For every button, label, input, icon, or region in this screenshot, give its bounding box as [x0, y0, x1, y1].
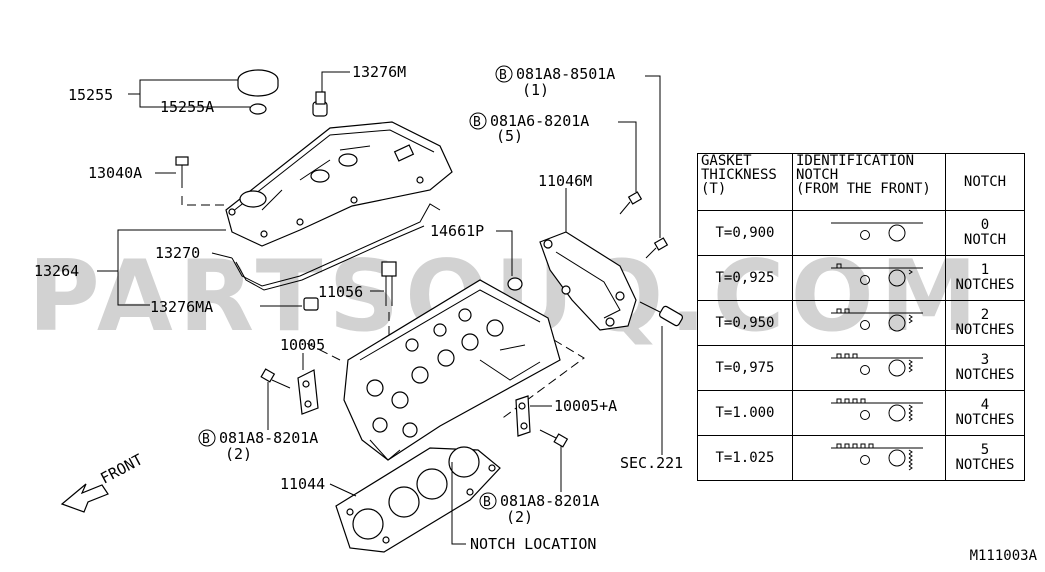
callout-081A6-8201A: B 081A6-8201A (5): [469, 112, 589, 145]
svg-text:(5): (5): [496, 127, 523, 145]
bolt-left: [260, 368, 291, 389]
label-15255A: 15255A: [160, 98, 214, 116]
thickness-cell: T=0,900: [697, 210, 793, 256]
front-cover: [539, 231, 637, 331]
bolt-13040A: [175, 156, 189, 188]
grommet-13276MA: [303, 297, 319, 311]
notch-icon: [792, 210, 946, 256]
svg-text:081A6-8201A: 081A6-8201A: [490, 112, 589, 130]
svg-text:081A8-8501A: 081A8-8501A: [516, 65, 615, 83]
notch-unit: NOTCHES: [955, 277, 1015, 293]
notch-count: 5: [980, 442, 990, 458]
label-10005A: 10005+A: [554, 397, 617, 415]
svg-text:(1): (1): [522, 81, 549, 99]
callout-081A8-8201A-right: B 081A8-8201A (2): [479, 492, 599, 526]
label-sec221: SEC.221: [620, 454, 683, 472]
svg-text:B: B: [483, 495, 491, 510]
svg-text:(2): (2): [225, 445, 252, 463]
label-13040A: 13040A: [88, 164, 142, 182]
table-header-row: GASKET THICKNESS (T) IDENTIFICATION NOTC…: [697, 153, 1025, 211]
svg-text:B: B: [499, 68, 507, 83]
cylinder-head: [343, 279, 561, 461]
label-13276MA: 13276MA: [150, 298, 213, 316]
head-gasket: [335, 446, 501, 553]
bolt-right: [539, 429, 569, 448]
label-notch-location: NOTCH LOCATION: [470, 535, 596, 553]
notch-icon: [792, 390, 946, 436]
label-11056: 11056: [318, 283, 363, 301]
label-13276M: 13276M: [352, 63, 406, 81]
notch-icon: [792, 300, 946, 346]
plug-14661P: [507, 277, 523, 291]
label-front: FRONT: [97, 450, 145, 487]
notch-count: 1: [980, 262, 990, 278]
thickness-cell: T=1.025: [697, 435, 793, 481]
notch-unit: NOTCHES: [955, 367, 1015, 383]
gasket-10005: [297, 369, 319, 415]
header-notch: NOTCH: [945, 153, 1025, 211]
thickness-cell: T=0,975: [697, 345, 793, 391]
notch-unit: NOTCHES: [955, 322, 1015, 338]
label-14661P: 14661P: [430, 222, 484, 240]
callout-081A8-8201A-left: B 081A8-8201A (2): [198, 429, 318, 463]
notch-icon: [792, 345, 946, 391]
callout-081A8-8501A: B 081A8-8501A (1): [495, 65, 615, 99]
svg-text:(2): (2): [506, 508, 533, 526]
pcv-valve: [312, 91, 328, 117]
svg-text:081A8-8201A: 081A8-8201A: [500, 492, 599, 510]
notch-unit: NOTCHES: [955, 457, 1015, 473]
gasket-thickness-table: GASKET THICKNESS (T) IDENTIFICATION NOTC…: [697, 153, 1025, 481]
notch-count: 3: [980, 352, 990, 368]
header-identification-notch: IDENTIFICATION NOTCH (FROM THE FRONT): [792, 153, 946, 211]
label-15255: 15255: [68, 86, 113, 104]
gasket-10005A: [515, 395, 531, 437]
front-arrow: FRONT: [60, 450, 146, 513]
diagram-code: M111003A: [969, 548, 1037, 564]
oil-filler-cap: [237, 69, 279, 115]
bolt-081A8-8501A: [645, 237, 669, 259]
bolt-081A6-8201A: [619, 191, 643, 215]
sensor-sec221: [639, 301, 684, 327]
notch-unit: NOTCHES: [955, 412, 1015, 428]
thickness-cell: T=1.000: [697, 390, 793, 436]
label-13264: 13264: [34, 262, 79, 280]
thickness-cell: T=0,925: [697, 255, 793, 301]
label-10005: 10005: [280, 336, 325, 354]
svg-text:081A8-8201A: 081A8-8201A: [219, 429, 318, 447]
notch-icon: [792, 435, 946, 481]
label-11044: 11044: [280, 475, 325, 493]
svg-text:B: B: [473, 115, 481, 130]
notch-unit: NOTCH: [963, 232, 1007, 248]
label-13270: 13270: [155, 244, 200, 262]
notch-count: 4: [980, 397, 990, 413]
head-bolt: [381, 261, 397, 306]
notch-count: 0: [980, 217, 990, 233]
thickness-cell: T=0,950: [697, 300, 793, 346]
label-11046M: 11046M: [538, 172, 592, 190]
rocker-cover: [225, 121, 453, 247]
header-gasket-thickness: GASKET THICKNESS (T): [697, 153, 793, 211]
notch-count: 2: [980, 307, 990, 323]
svg-text:B: B: [202, 432, 210, 447]
notch-icon: [792, 255, 946, 301]
